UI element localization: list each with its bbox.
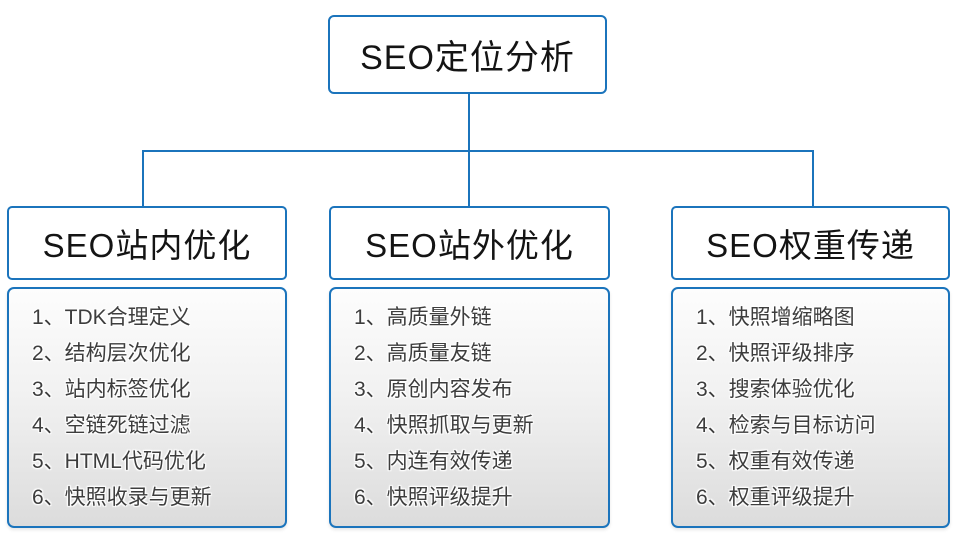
list-item: 6、快照收录与更新 <box>32 486 212 509</box>
root-node-label: SEO定位分析 <box>360 39 575 77</box>
list-item: 4、空链死链过滤 <box>32 414 191 437</box>
branch-header-label: SEO权重传递 <box>706 227 915 264</box>
list-item: 1、快照增缩略图 <box>696 306 855 329</box>
list-item: 6、快照评级提升 <box>354 486 513 509</box>
branch-header-label: SEO站外优化 <box>365 227 574 264</box>
branch-header-weight: SEO权重传递 <box>671 206 950 280</box>
list-item: 5、内连有效传递 <box>354 450 513 473</box>
list-item: 4、快照抓取与更新 <box>354 414 534 437</box>
branch-header-onsite: SEO站内优化 <box>7 206 287 280</box>
branch-list-weight: 1、快照增缩略图 2、快照评级排序 3、搜索体验优化 4、检索与目标访问 5、权… <box>671 287 950 528</box>
list-item: 1、TDK合理定义 <box>32 306 191 329</box>
list-item: 2、快照评级排序 <box>696 342 855 365</box>
root-node-seo-positioning: SEO定位分析 <box>328 15 607 94</box>
list-item: 5、权重有效传递 <box>696 450 855 473</box>
branch-header-offsite: SEO站外优化 <box>329 206 610 280</box>
connector-drop-right <box>812 150 814 207</box>
connector-root-stem <box>468 93 470 151</box>
list-item: 3、原创内容发布 <box>354 378 513 401</box>
branch-header-label: SEO站内优化 <box>42 227 252 264</box>
list-item: 5、HTML代码优化 <box>32 450 206 473</box>
list-item: 3、站内标签优化 <box>32 378 191 401</box>
connector-drop-middle <box>468 150 470 207</box>
branch-list-onsite: 1、TDK合理定义 2、结构层次优化 3、站内标签优化 4、空链死链过滤 5、H… <box>7 287 287 528</box>
list-item: 2、结构层次优化 <box>32 342 191 365</box>
list-item: 6、权重评级提升 <box>696 486 855 509</box>
connector-drop-left <box>142 150 144 207</box>
list-item: 1、高质量外链 <box>354 306 492 329</box>
branch-list-offsite: 1、高质量外链 2、高质量友链 3、原创内容发布 4、快照抓取与更新 5、内连有… <box>329 287 610 528</box>
list-item: 4、检索与目标访问 <box>696 414 876 437</box>
list-item: 2、高质量友链 <box>354 342 492 365</box>
list-item: 3、搜索体验优化 <box>696 378 855 401</box>
connector-horizontal <box>142 150 814 152</box>
